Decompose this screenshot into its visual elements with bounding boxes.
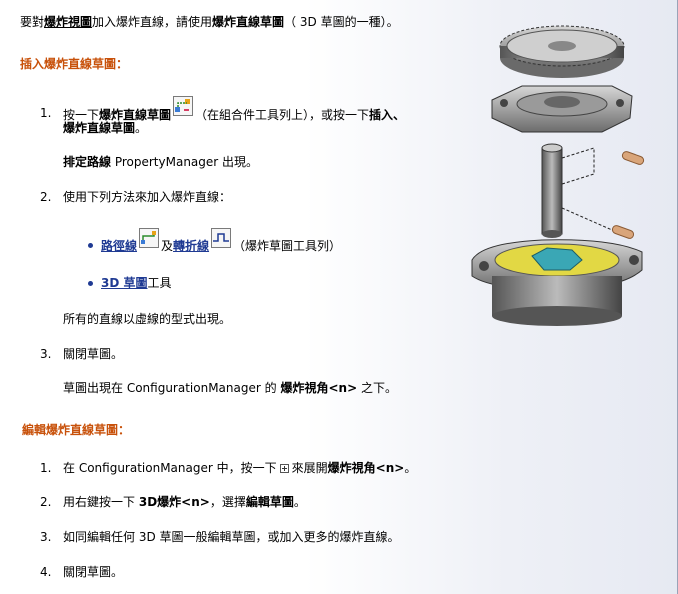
base-part [471,239,643,326]
expand-plus-icon[interactable] [279,464,289,473]
housing-plate-part [491,85,633,133]
bullet [88,281,93,286]
route-line-icon[interactable] [139,228,160,248]
step3-note: 草圖出現在 ConfigurationManager 的 爆炸視角<n> 之下。 [63,381,397,395]
edit-step2-text: 用右鍵按一下 3D爆炸<n>，選擇編輯草圖。 [63,495,306,509]
step-number: 4. [40,565,52,579]
exploded-assembly-image [471,25,645,326]
step2-text: 使用下列方法來加入爆炸直線： [63,190,232,204]
explode-line-sketch-icon[interactable] [173,96,194,116]
jog-line-icon[interactable] [211,228,232,248]
route-line-link[interactable]: 路徑線 [101,238,138,253]
jog-line-link[interactable]: 轉折線 [173,238,210,253]
bullet1-line: 路徑線 及轉折線 （爆炸草圖工具列） [101,228,341,253]
step-number: 3. [40,530,52,544]
step2-note: 所有的直線以虛線的型式出現。 [63,312,232,326]
step3-text: 關閉草圖。 [63,347,124,361]
step-number: 2. [40,190,52,204]
step1-menu-path: 爆炸直線草圖。 [63,121,148,135]
edit-step3-text: 如同編輯任何 3D 草圖一般編輯草圖，或加入更多的爆炸直線。 [63,530,400,544]
bullet [88,243,93,248]
bullet2-line: 3D 草圖工具 [101,276,172,290]
step-number: 3. [40,347,52,361]
edit-step1-text: 在 ConfigurationManager 中，按一下來展開爆炸視角<n>。 [63,461,417,475]
section-heading-insert: 插入爆炸直線草圖： [20,57,129,71]
intro-line: 要對爆炸視圖加入爆炸直線，請使用爆炸直線草圖（ 3D 草圖的一種）。 [20,15,399,29]
step-number: 2. [40,495,52,509]
section-heading-edit: 編輯爆炸直線草圖： [22,423,131,437]
step-number: 1. [40,106,52,120]
pin-part [611,151,645,239]
edit-step4-text: 關閉草圖。 [63,565,124,579]
3d-sketch-link[interactable]: 3D 草圖 [101,276,148,290]
shaft-part [541,143,563,238]
exploded-view-link[interactable]: 爆炸視圖 [44,15,93,29]
gear-part [499,25,625,78]
step-number: 1. [40,461,52,475]
step1-note: 排定路線 PropertyManager 出現。 [63,155,259,169]
step1-text: 按一下爆炸直線草圖 （在組合件工具列上），或按一下插入、 [63,96,405,122]
